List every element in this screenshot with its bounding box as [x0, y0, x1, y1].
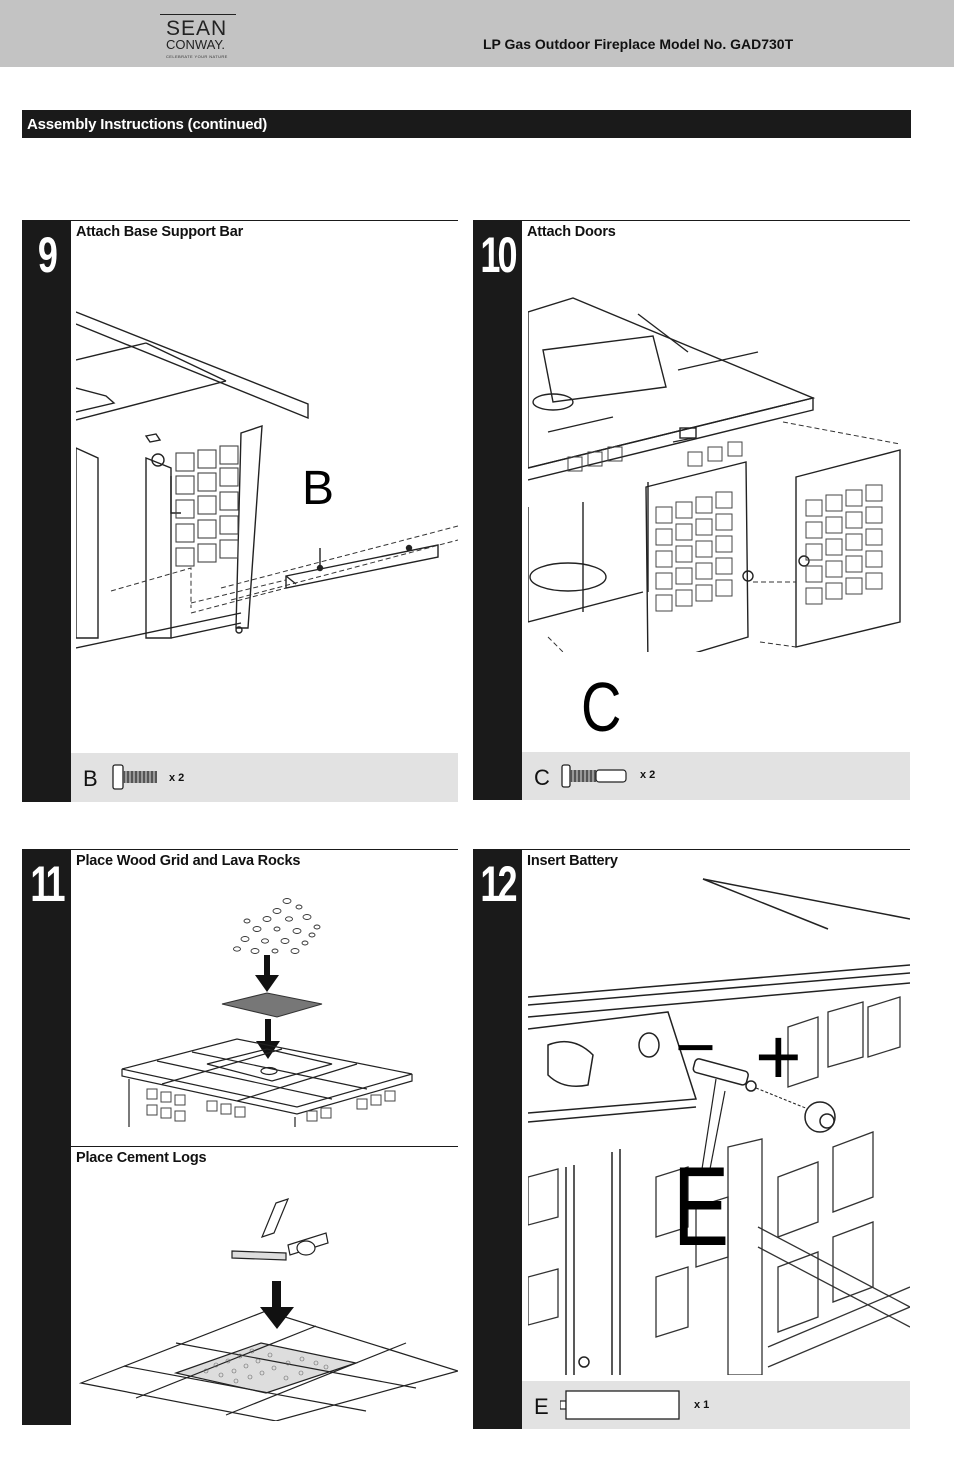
step-10-panel: 10 Attach Doors	[473, 220, 910, 800]
step-rule	[522, 849, 910, 850]
logo-line2: CONWAY.	[166, 37, 225, 52]
parts-box: C x 2	[522, 752, 910, 800]
part-quantity: x 2	[169, 772, 185, 784]
part-quantity: x 2	[640, 769, 656, 781]
part-letter: E	[534, 1394, 549, 1419]
step-number-column: 9	[22, 220, 71, 802]
logo-line1: SEAN	[166, 17, 228, 40]
callout-b: B	[302, 462, 335, 515]
page-header: SEAN CONWAY. CELEBRATE YOUR NATURE LP Ga…	[0, 0, 954, 67]
step-number-column: 11	[22, 849, 71, 1425]
polarity-plus: +	[755, 1012, 802, 1101]
battery-icon	[560, 1390, 680, 1420]
substep-divider	[71, 1146, 458, 1147]
step-rule	[522, 220, 910, 221]
attach-doors-illustration	[528, 297, 901, 652]
parts-box: E x 1	[522, 1381, 910, 1429]
step-title: Insert Battery	[527, 853, 618, 869]
part-letter: B	[83, 766, 98, 791]
section-title-bar: Assembly Instructions (continued)	[22, 110, 911, 138]
step-number-column: 12	[473, 849, 522, 1429]
model-number: LP Gas Outdoor Fireplace Model No. GAD73…	[483, 36, 794, 52]
wood-grid-lava-rocks-illustration	[121, 898, 413, 1127]
down-arrow-icon	[255, 955, 279, 992]
step-9-panel: 9 Attach Base Support Bar	[22, 220, 458, 802]
step-title: Place Wood Grid and Lava Rocks	[76, 853, 301, 869]
down-arrow-icon	[256, 1019, 280, 1059]
step-number: 11	[30, 856, 65, 912]
step-number-column: 10	[473, 220, 522, 800]
parts-box: B x 2	[71, 753, 458, 802]
callout-e: E	[673, 1144, 730, 1269]
logo-rule	[160, 14, 236, 15]
step-title: Attach Doors	[527, 224, 616, 240]
step-12-panel: 12 Insert Battery	[473, 849, 910, 1429]
sean-conway-logo: SEAN CONWAY. CELEBRATE YOUR NATURE	[160, 12, 236, 62]
step-title: Attach Base Support Bar	[76, 224, 244, 240]
part-quantity: x 1	[694, 1399, 710, 1411]
section-title: Assembly Instructions (continued)	[27, 116, 268, 133]
step-rule	[71, 220, 458, 221]
step-number: 10	[480, 227, 517, 283]
step-rule	[71, 849, 458, 850]
down-arrow-icon	[260, 1281, 294, 1329]
callout-c: C	[581, 668, 622, 746]
screw-icon	[561, 764, 627, 788]
insert-battery-illustration	[528, 878, 910, 1375]
part-letter: C	[534, 765, 550, 790]
cement-logs-illustration	[78, 1198, 458, 1421]
base-support-bar-illustration	[76, 311, 458, 649]
polarity-minus: −	[675, 1008, 716, 1086]
step-11-panel: 11 Place Wood Grid and Lava Rocks	[22, 849, 458, 1425]
step-number: 9	[37, 227, 58, 283]
screw-icon	[112, 764, 157, 790]
substep-title: Place Cement Logs	[76, 1150, 207, 1166]
step-number: 12	[480, 856, 517, 912]
logo-tagline: CELEBRATE YOUR NATURE	[166, 54, 228, 59]
